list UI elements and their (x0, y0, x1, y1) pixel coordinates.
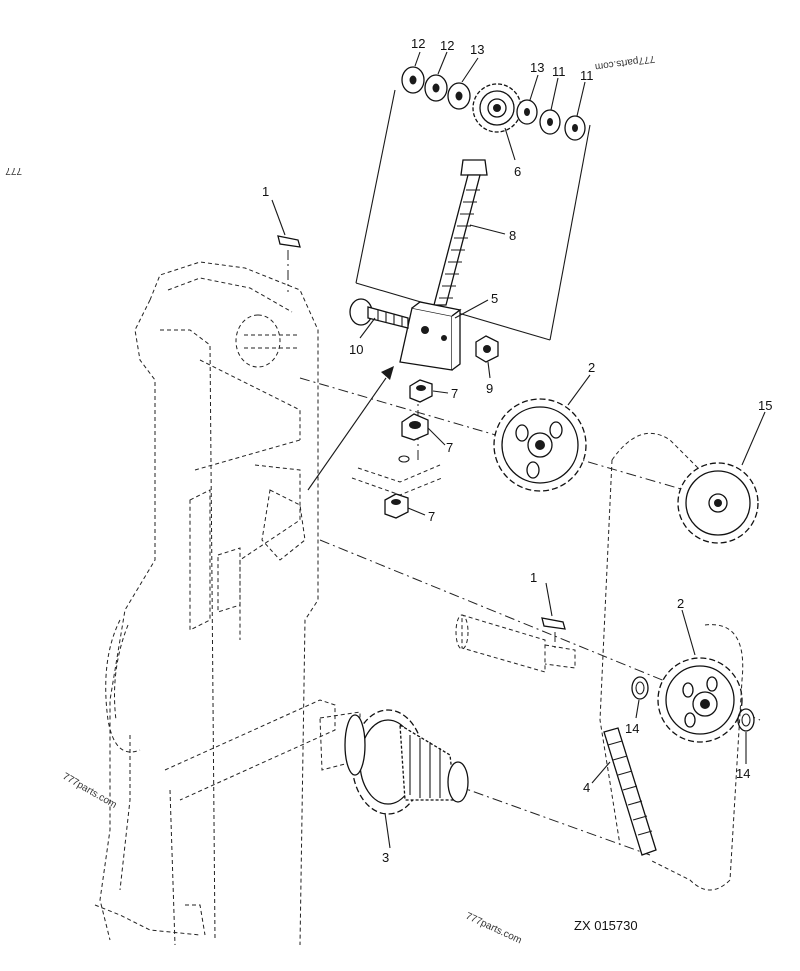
washer-13-b (516, 99, 538, 125)
callout-14-a: 14 (625, 721, 639, 736)
callout-13-b: 13 (530, 60, 544, 75)
idler-sprocket-6 (472, 83, 522, 133)
nut-7-c (384, 493, 409, 519)
key-1-a (277, 235, 301, 248)
drawing-code: ZX 015730 (574, 918, 638, 933)
callout-11-b: 11 (580, 68, 594, 83)
adjusting-bolt-8 (433, 159, 488, 306)
snap-ring-14-a (631, 676, 649, 700)
tensioner-bracket-5 (399, 301, 462, 371)
callout-1-b: 1 (530, 570, 537, 585)
washer-11-a (539, 109, 561, 135)
callout-5: 5 (491, 291, 498, 306)
key-1-b (541, 617, 566, 630)
chain-path (599, 432, 744, 891)
callout-15: 15 (758, 398, 772, 413)
watermark-left: 777parts.com (61, 771, 119, 811)
sprocket-2-upper (493, 398, 587, 492)
washer-11-b (564, 115, 586, 141)
callout-7-a: 7 (451, 386, 458, 401)
callout-13-a: 13 (470, 42, 484, 57)
watermark-bottom: 777parts.com (464, 911, 524, 947)
washer-12-b (424, 74, 448, 102)
callout-7-b: 7 (446, 440, 453, 455)
callout-14-b: 14 (736, 766, 750, 781)
location-arrow (307, 366, 394, 491)
sprocket-2-lower (657, 657, 743, 743)
callout-1-a: 1 (262, 184, 269, 199)
callout-12-a: 12 (411, 36, 425, 51)
gear-housing-frame (94, 261, 361, 946)
callout-7-c: 7 (428, 509, 435, 524)
callout-2-a: 2 (588, 360, 595, 375)
drive-shaft (455, 614, 576, 673)
callout-labels: 12 12 13 13 11 11 6 8 1 5 10 9 7 7 7 2 1… (262, 36, 772, 865)
watermark-edge: 777 (5, 165, 22, 176)
sprocket-15 (677, 462, 759, 544)
snap-ring-14-b (737, 708, 755, 732)
callout-10: 10 (349, 342, 363, 357)
roller-chain-4 (603, 727, 657, 856)
hex-nut-9 (475, 335, 499, 363)
washer-13-a (447, 82, 471, 110)
callout-6: 6 (514, 164, 521, 179)
callout-8: 8 (509, 228, 516, 243)
callout-11-a: 11 (552, 64, 566, 79)
drive-sprocket-3 (344, 709, 469, 815)
callout-3: 3 (382, 850, 389, 865)
watermark-top: 777parts.com (594, 53, 656, 72)
callout-9: 9 (486, 381, 493, 396)
callout-12-b: 12 (440, 38, 454, 53)
nut-7-b (401, 413, 429, 441)
callout-2-b: 2 (677, 596, 684, 611)
nut-7-a (409, 379, 433, 403)
small-washer (398, 455, 410, 463)
carriage-bolt-10 (349, 298, 409, 329)
leader-lines (271, 51, 766, 849)
callout-4: 4 (583, 780, 590, 795)
washer-12-a (401, 66, 425, 94)
